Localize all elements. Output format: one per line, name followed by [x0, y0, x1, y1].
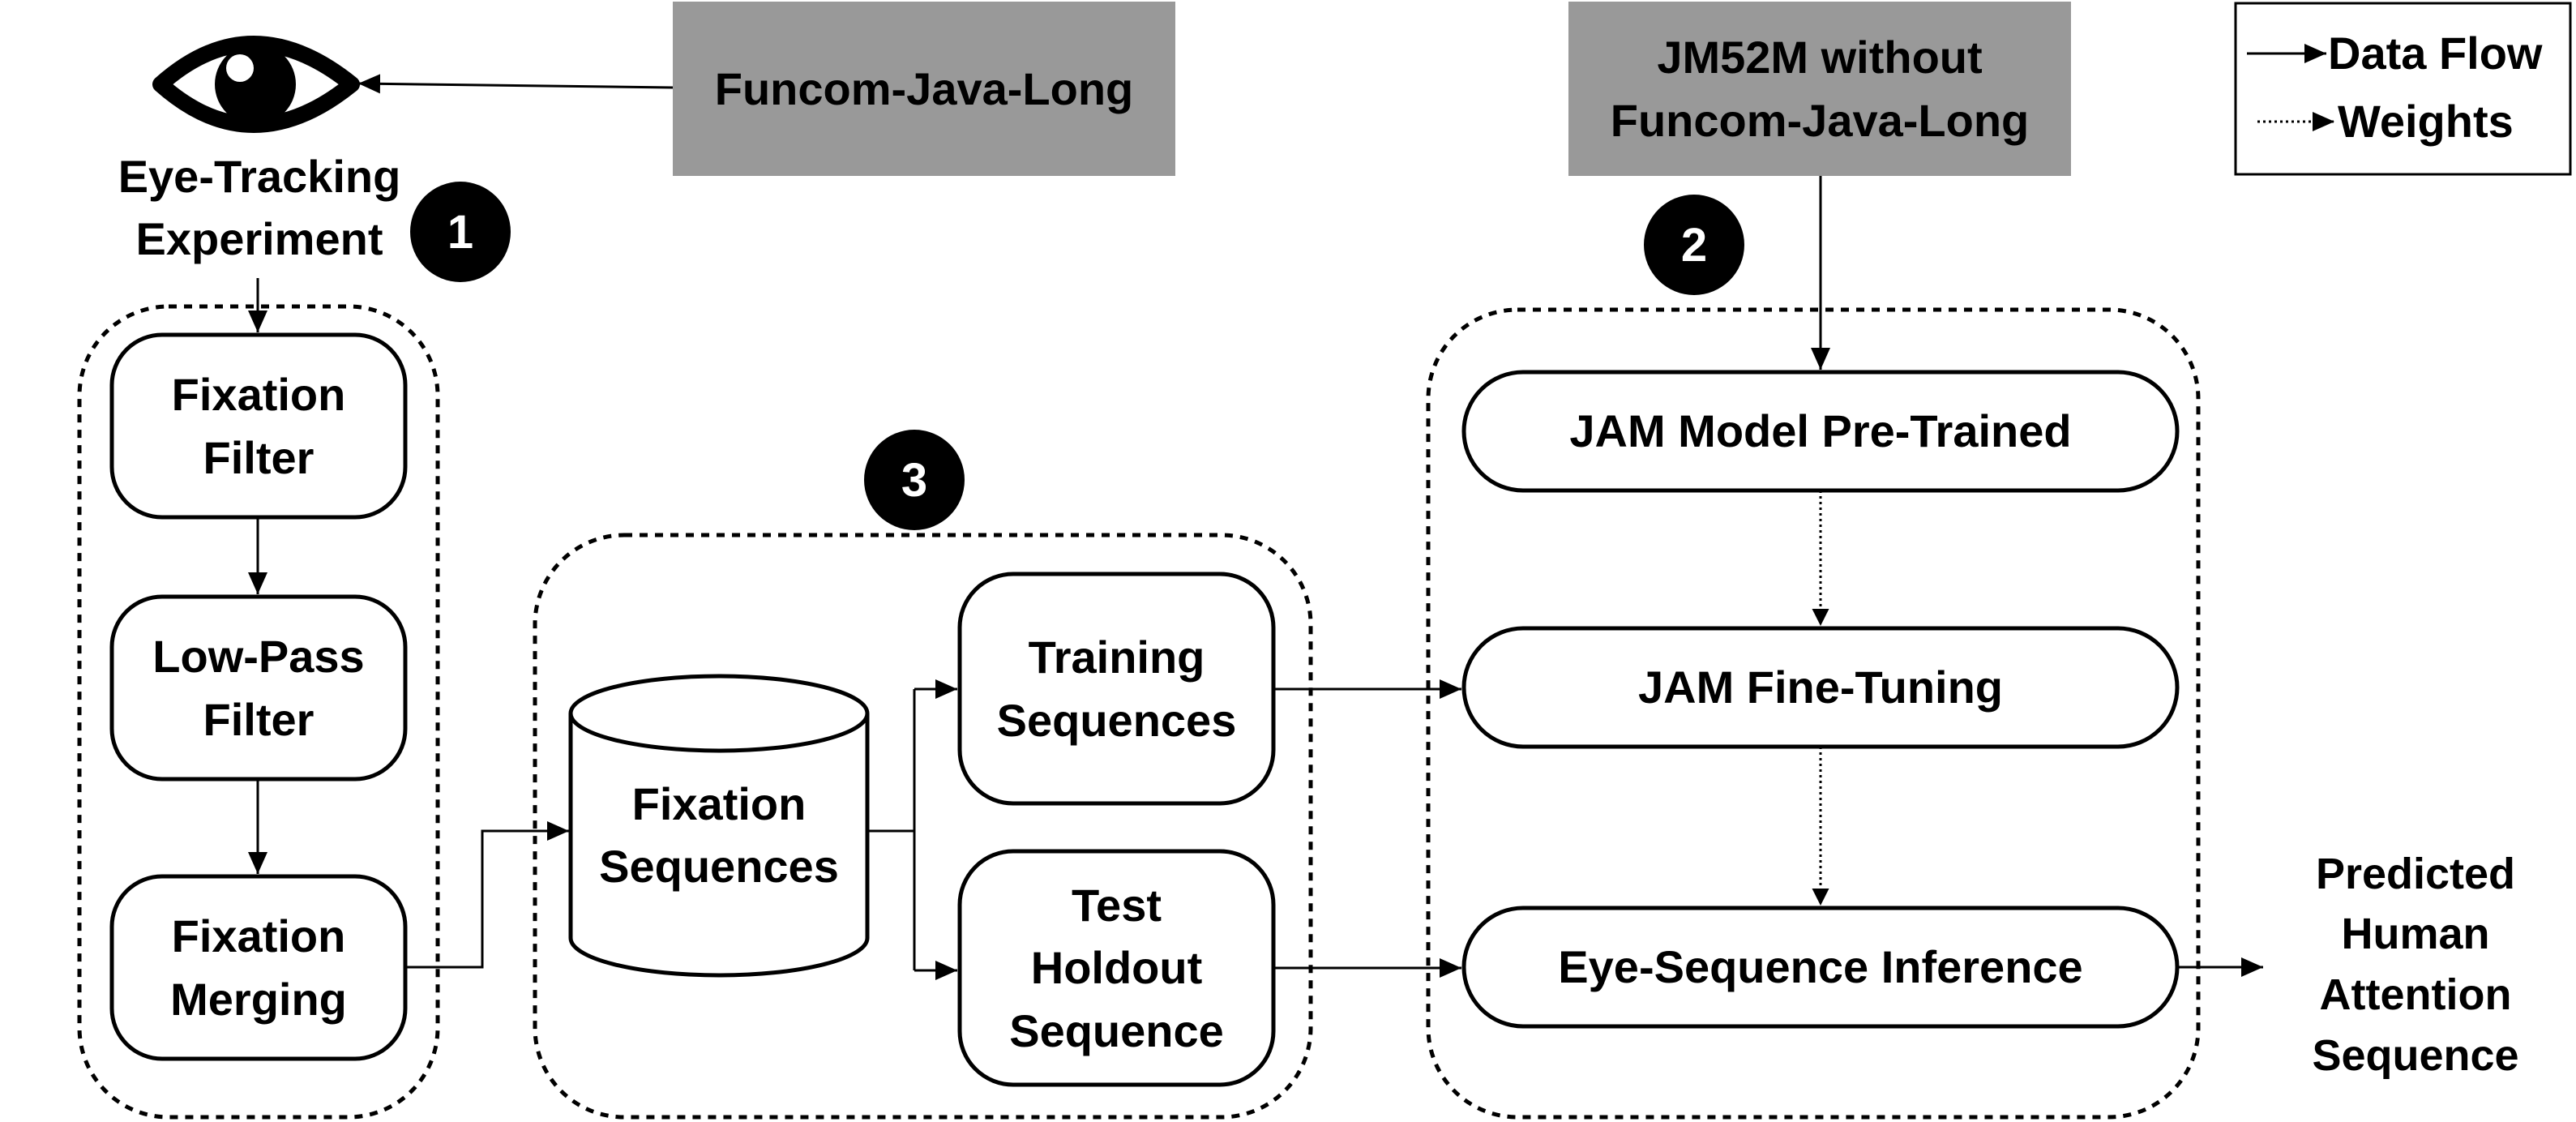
- jam-finetuning-box: [1461, 626, 2180, 749]
- source-funcom-box: [673, 2, 1175, 176]
- legend-box: [2234, 2, 2572, 176]
- fixation-filter-box: [109, 332, 408, 520]
- group-model: [1426, 307, 2201, 1120]
- source-jm52m-box: [1568, 2, 2071, 176]
- group-dataset: [533, 533, 1313, 1120]
- jam-pretrained-box: [1461, 370, 2180, 493]
- cylinder-database-icon: [568, 674, 870, 978]
- badge-2: 2: [1644, 195, 1744, 295]
- test-holdout-box: [957, 849, 1276, 1087]
- badge-1: 1: [410, 182, 511, 282]
- group-preprocessing: [77, 304, 440, 1120]
- eye-icon: [152, 36, 360, 133]
- training-sequences-box: [957, 572, 1276, 806]
- fixation-merging-box: [109, 874, 408, 1061]
- low-pass-filter-box: [109, 594, 408, 782]
- legend-weights-label: Weights: [2338, 96, 2514, 147]
- arrow-funcom-to-eye: [357, 74, 674, 94]
- eye-inference-box: [1461, 906, 2180, 1029]
- badge-3: 3: [864, 430, 965, 530]
- arrow-merging-to-sequences: [405, 821, 569, 969]
- legend-data-flow-label: Data Flow: [2328, 28, 2543, 79]
